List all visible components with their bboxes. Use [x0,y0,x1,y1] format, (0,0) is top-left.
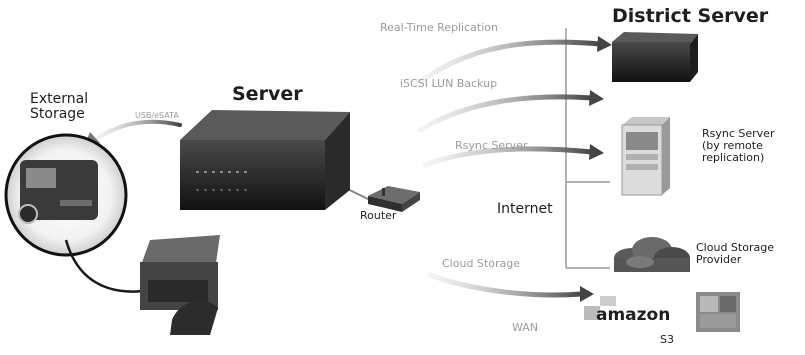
external-storage-label-text: External Storage [30,91,88,122]
cloud-storage-arrow [430,275,582,295]
rsync-server-arrowhead [589,144,604,160]
lower-storage-device-icon [140,235,220,335]
server-label: Server [232,84,303,105]
cloud-storage-link-label: Cloud Storage [442,258,520,270]
rsync-server-icon [622,117,670,195]
cloud-storage-icon [614,237,690,272]
real-time-replication-arrowhead [597,36,612,52]
server-icon [180,110,350,210]
cloud-storage-provider-label-text: Cloud Storage Provider [696,241,774,266]
amazon-logo-text: amazon [596,306,670,325]
real-time-replication-label: Real-Time Replication [380,22,498,34]
router-label: Router [360,210,396,222]
rsync-server-label-text: Rsync Server (by remote replication) [702,127,774,164]
usb-esata-arrow [95,122,180,140]
rsync-server-link-label: Rsync Server [455,140,527,152]
district-server-icon [612,32,698,82]
cloud-storage-provider-label: Cloud Storage Provider [696,242,802,266]
district-server-label: District Server [612,6,768,27]
cloud-storage-arrowhead [580,286,594,302]
usb-esata-label: USB/eSATA [135,112,179,121]
external-storage-label: External Storage [30,92,100,123]
iscsi-lun-backup-arrowhead [589,90,604,106]
internet-label: Internet [497,202,553,217]
wan-label: WAN [512,322,538,334]
s3-label: S3 [660,334,674,346]
external-storage-device-icon [19,160,98,223]
rsync-server-label: Rsync Server (by remote replication) [702,128,802,164]
s3-bucket-icon [696,292,740,332]
iscsi-lun-backup-label: iSCSI LUN Backup [400,78,497,90]
real-time-replication-arrow [420,42,600,82]
